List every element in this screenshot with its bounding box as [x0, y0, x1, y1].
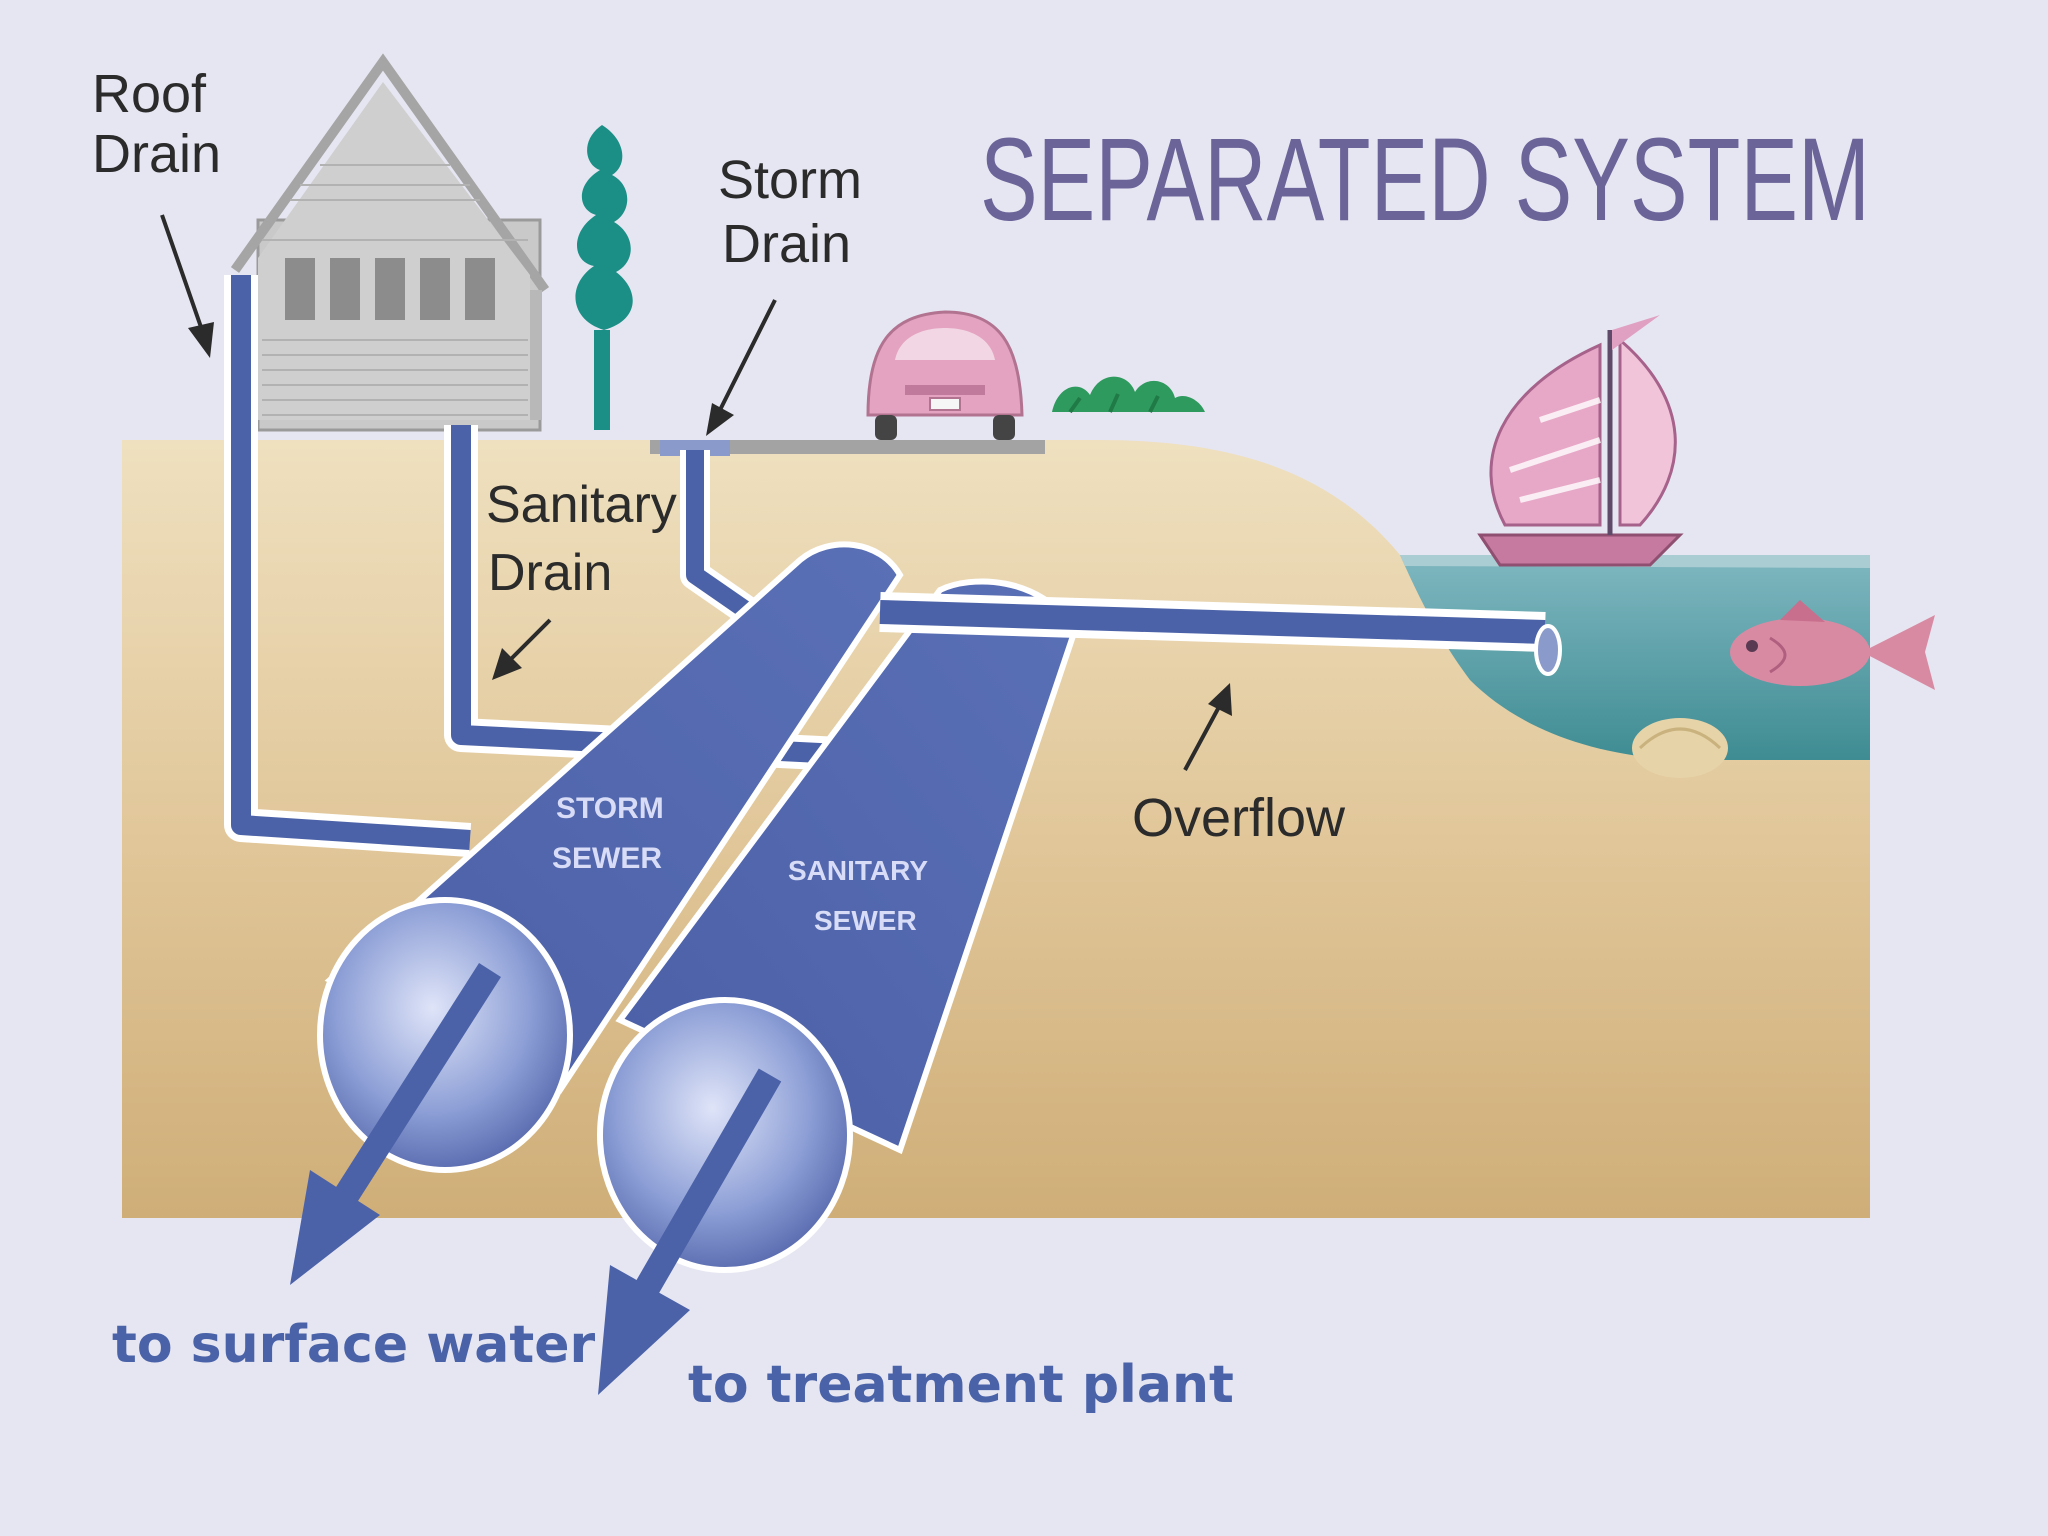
roof-drain-label: Roof Drain	[92, 64, 221, 184]
storm-sewer-label-line-1: STORM	[556, 792, 664, 825]
storm-drain-label: Storm Drain	[718, 150, 877, 274]
shell-icon	[1632, 718, 1728, 778]
sanitary-sewer-label: SANITARY SEWER	[788, 855, 935, 936]
sanitary-sewer-label-line-1: SANITARY	[788, 855, 928, 886]
storm-drain-pointer	[706, 299, 777, 436]
sanitary-drain-label-line-1: Sanitary	[486, 476, 677, 534]
car-icon	[866, 310, 1024, 440]
to-surface-water-label: to surface water	[112, 1315, 595, 1375]
storm-drain-pipe	[680, 450, 769, 633]
arrow-to-treatment-plant	[598, 1068, 782, 1395]
house-icon	[230, 53, 550, 432]
sanitary-drain-pointer	[492, 618, 552, 680]
tree-icon	[575, 125, 633, 430]
diagram-title: SEPARATED SYSTEM	[980, 114, 1870, 246]
sanitary-sewer-label-line-2: SEWER	[814, 905, 917, 936]
roof-drain-label-line-1: Roof	[92, 64, 207, 124]
storm-sewer-label-line-2: SEWER	[552, 842, 662, 875]
storm-drain-inlet	[660, 440, 730, 456]
arrow-to-surface-water	[290, 963, 501, 1285]
sanitary-drain-label-line-2: Drain	[488, 544, 612, 602]
overflow-pipe	[879, 592, 1562, 676]
roof-drain-pipe	[224, 275, 472, 857]
road	[650, 440, 1045, 454]
to-treatment-plant-label: to treatment plant	[688, 1355, 1234, 1415]
storm-sewer-label: STORM SEWER	[552, 792, 672, 875]
roof-drain-label-line-2: Drain	[92, 124, 221, 184]
sanitary-drain-label: Sanitary Drain	[486, 476, 691, 602]
bush-icon	[1052, 376, 1205, 414]
overflow-label: Overflow	[1132, 788, 1346, 848]
fish-icon	[1730, 600, 1935, 690]
roof-drain-pointer	[160, 214, 214, 358]
sailboat-icon	[1477, 315, 1684, 567]
storm-drain-label-line-1: Storm	[718, 150, 862, 210]
storm-drain-label-line-2: Drain	[722, 214, 851, 274]
overflow-pointer	[1183, 683, 1232, 771]
